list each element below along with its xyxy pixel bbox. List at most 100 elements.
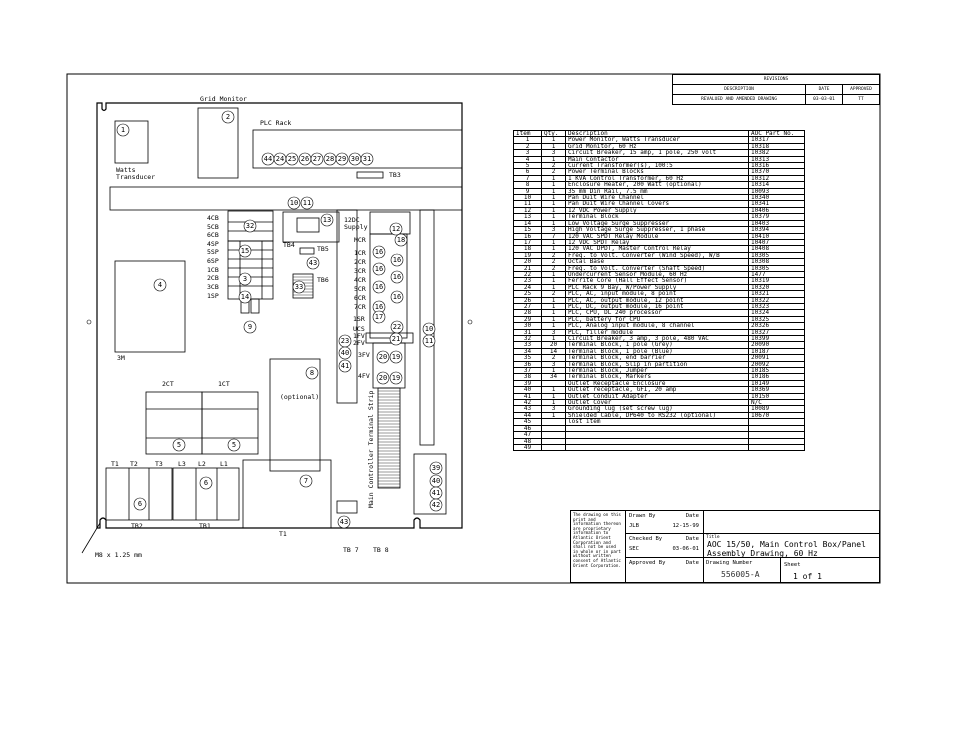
- tb5: [299, 247, 315, 255]
- callout-bubble: [320, 213, 334, 227]
- drawing-number: 556005-A: [721, 570, 760, 579]
- callout-number: 6: [138, 500, 142, 508]
- drawing-label: Grid Monitor: [200, 95, 247, 103]
- tb3: [356, 171, 384, 179]
- tb7-tb8: [336, 500, 358, 514]
- drawing-label: TB 8: [373, 546, 389, 554]
- tb4-block: [282, 211, 340, 243]
- grid-monitor: [197, 107, 239, 179]
- bom-part-no: 10406: [748, 206, 805, 215]
- control-transformer: [242, 459, 332, 529]
- callout-number: 43: [340, 518, 348, 526]
- drawing-label: 7CR: [354, 303, 366, 311]
- drawing-label: Transducer: [116, 173, 155, 181]
- title-label: Title: [706, 535, 720, 540]
- callout-number: 19: [392, 353, 400, 361]
- callout-bubble: [390, 270, 404, 284]
- callout-number: 32: [246, 222, 254, 230]
- drawing-label: TB1: [199, 522, 211, 530]
- callout-number: 16: [393, 256, 401, 264]
- bom-part-no: 10317: [748, 136, 805, 144]
- drawing-label: Watts: [116, 166, 136, 174]
- bom-part-no: 10370: [748, 168, 805, 176]
- callout-number: 19: [392, 374, 400, 382]
- callout-bubble: [299, 474, 313, 488]
- drawing-label: M8 x 1.25 mm: [95, 551, 142, 559]
- rev-header-date: DATE: [805, 84, 843, 95]
- callout-bubble: [305, 366, 319, 380]
- drawing-label: 2CB: [207, 274, 219, 282]
- callout-bubble: [429, 498, 443, 512]
- revisions-block: REVISIONS DESCRIPTION DATE APPROVED REVA…: [672, 74, 880, 105]
- bom-part-no: 10318: [748, 142, 805, 151]
- bom-qty: [541, 443, 566, 452]
- callout-number: 16: [375, 265, 383, 273]
- callout-number: 10: [290, 199, 298, 207]
- callout-bubble: [429, 461, 443, 475]
- callout-number: 12: [392, 225, 400, 233]
- callout-bubble: [287, 196, 301, 210]
- drawing-label: UCS: [353, 325, 365, 333]
- tb1: [172, 467, 240, 521]
- callout-bubble: [306, 256, 320, 270]
- drawing-label: 6CB: [207, 231, 219, 239]
- drawing-label: T1: [111, 460, 119, 468]
- callout-bubble: [292, 280, 306, 294]
- drawing-title-line1: AOC 15/50, Main Control Box/Panel: [707, 540, 866, 549]
- main-controller-terminal-strip-label: Main Controller Terminal Strip: [367, 391, 375, 508]
- vertical-wire-channel-left: [336, 209, 358, 404]
- bom-part-no: 10379: [748, 213, 805, 221]
- bom-header-part-no: AOC Part No.: [748, 129, 805, 138]
- tb2: [105, 467, 173, 521]
- watts-transducer: [114, 120, 149, 164]
- callout-bubble: [372, 310, 386, 324]
- drawing-label: TB6: [317, 276, 329, 284]
- callout-number: 10: [425, 325, 433, 333]
- ct-1ct: [201, 391, 259, 455]
- callout-number: 28: [326, 155, 334, 163]
- callout-number: 5: [232, 441, 236, 449]
- bom-item: 49: [513, 443, 542, 452]
- callout-bubble: [285, 152, 299, 166]
- drawing-label: 6CR: [354, 294, 366, 302]
- callout-number: 30: [351, 155, 359, 163]
- drawing-label: L2: [198, 460, 206, 468]
- callout-bubble: [389, 371, 403, 385]
- callout-bubble: [337, 515, 351, 529]
- bom-description: [565, 443, 749, 452]
- callout-number: 26: [301, 155, 309, 163]
- drawing-label: 5CR: [354, 285, 366, 293]
- callout-bubble: [243, 320, 257, 334]
- callout-bubble: [227, 438, 241, 452]
- approved-date-label: Date: [685, 560, 699, 566]
- callout-bubble: [335, 152, 349, 166]
- relay-column: [369, 233, 408, 339]
- rev-header-approved: APPROVED: [842, 84, 880, 95]
- checked-date: 03-06-01: [672, 546, 700, 552]
- sheet-label: Sheet: [784, 562, 801, 568]
- drawing-label: MCR: [354, 236, 366, 244]
- callout-bubble: [390, 290, 404, 304]
- drawing-label: 1SR: [353, 315, 365, 323]
- bom-part-no: 10313: [748, 155, 805, 164]
- callout-number: 17: [375, 313, 383, 321]
- callout-number: 3: [243, 275, 247, 283]
- callout-number: 39: [432, 464, 440, 472]
- bom-header: Item Qty. Description AOC Part No.: [513, 129, 805, 138]
- callout-bubble: [133, 497, 147, 511]
- bom-part-no: 10382: [748, 149, 805, 157]
- callout-bubble: [338, 359, 352, 373]
